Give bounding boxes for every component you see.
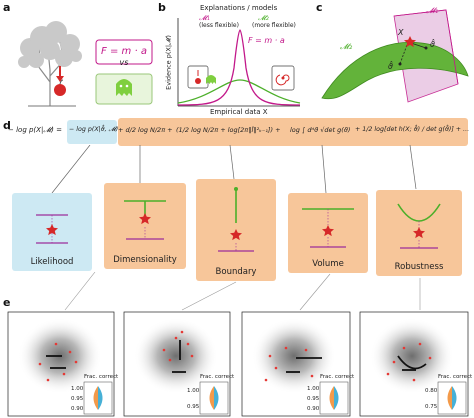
star-icon <box>139 213 151 225</box>
inset2-tick-1: 0.95 <box>187 404 200 410</box>
panel-e-connectors <box>64 272 421 311</box>
panel-c-theta-hat-2: ϑ̂ <box>388 62 393 71</box>
inset3-tick-2: 0.90 <box>307 406 320 412</box>
legend-m1-name: 𝓜₁ <box>199 14 210 22</box>
panel-b-xlabel: Empirical data X <box>210 108 268 116</box>
panel-e-plots <box>7 311 469 417</box>
inset1-tick-2: 0.90 <box>71 406 84 412</box>
curve-m1 <box>177 29 301 106</box>
likelihood-diagram <box>36 214 68 244</box>
robustness-label: Robustness <box>394 262 444 272</box>
robustness-term: + 1/2 log[det h(X; ϑ̂) / det g(ϑ̂)] + … <box>355 126 470 133</box>
boundary-term: (1/2 log N/2π + log[2π‖l̂‖²ₖ₋₁]) + <box>176 126 281 134</box>
spiral-thumbnail <box>271 65 295 91</box>
panel-c-manifold <box>321 9 469 103</box>
panel-c-x: X <box>398 28 404 37</box>
x-star-icon <box>404 36 416 48</box>
likelihood-term: − log p(X|ϑ̂, 𝓜) <box>69 126 119 133</box>
panel-c-label: c <box>316 1 323 14</box>
curve-m2 <box>177 79 301 104</box>
inset3-tick-0: 1.00 <box>307 386 320 392</box>
formula-box <box>95 39 153 65</box>
panel-a-label: a <box>3 1 11 14</box>
panel-c-m2: 𝓜₂ <box>340 42 353 51</box>
panel-e-label: e <box>3 296 11 309</box>
ghost-thumbnail <box>206 75 216 84</box>
volume-term: log ∫ dᵈϑ √det g(ϑ) <box>290 126 351 134</box>
inset-volume <box>241 311 351 417</box>
inset1-tick-0: 1.00 <box>71 386 84 392</box>
likelihood-box: Likelihood <box>12 193 92 271</box>
inset2-frac-label: Frac. correct <box>200 374 235 380</box>
inset-likelihood <box>7 311 115 417</box>
volume-label: Volume <box>312 259 344 269</box>
star-icon <box>413 227 425 239</box>
panel-d-label: d <box>3 119 11 132</box>
dimensionality-box: Dimensionality <box>104 183 186 269</box>
panel-c-m1: 𝓜₁ <box>426 6 439 15</box>
inset3-tick-1: 0.95 <box>307 396 320 402</box>
falling-arrow-icon <box>56 66 64 82</box>
inset2-tick-0: 1.00 <box>187 388 200 394</box>
boundary-diagram <box>218 187 254 252</box>
inset-boundary <box>123 311 231 417</box>
star-icon <box>230 229 242 241</box>
apple-icon <box>54 79 66 96</box>
panel-b-plot <box>177 18 301 107</box>
panel-a-illustration <box>18 21 153 107</box>
dimensionality-label: Dimensionality <box>113 255 177 265</box>
star-icon <box>46 224 58 236</box>
boundary-box: Boundary <box>196 179 276 281</box>
panel-b-label: b <box>158 1 166 14</box>
legend-m2-note: (more flexible) <box>252 22 296 29</box>
panel-b-formula: F = m · a <box>248 36 285 45</box>
panel-a-vs: vs <box>119 58 129 67</box>
panel-c-theta-hat: ϑ̂ <box>430 40 435 49</box>
dimensionality-diagram <box>124 200 166 240</box>
star-icon <box>322 225 334 237</box>
panel-b-title: Explanations / models <box>200 4 278 12</box>
volume-diagram <box>302 208 354 248</box>
inset-robustness <box>359 311 469 417</box>
ghost-box <box>95 73 153 105</box>
boundary-label: Boundary <box>215 267 257 277</box>
inset3-frac-label: Frac. correct <box>320 374 355 380</box>
complexity-terms-box <box>118 118 468 146</box>
volume-box: Volume <box>288 193 368 273</box>
inset1-tick-1: 0.95 <box>71 396 84 402</box>
inset4-frac-label: Frac. correct <box>438 374 473 380</box>
equation-lhs: − log p(X|𝓜) = <box>8 126 62 134</box>
likelihood-term-box <box>67 120 117 144</box>
robustness-box: Robustness <box>376 190 462 276</box>
connector-lines <box>51 145 417 194</box>
inset1-frac-label: Frac. correct <box>84 374 119 380</box>
likelihood-label: Likelihood <box>30 257 74 267</box>
inset4-tick-1: 0.75 <box>425 404 438 410</box>
inset4-tick-0: 0.80 <box>425 388 438 394</box>
legend-m1-note: (less flexible) <box>199 22 239 29</box>
apple-thumbnail <box>187 65 209 89</box>
dimensionality-term: + d/2 log N/2π + <box>118 126 173 134</box>
legend-m2-name: 𝓜₂ <box>258 14 269 22</box>
panel-a-formula: F = m · a <box>101 46 147 57</box>
panel-b-ylabel: Evidence p(X|𝓜) <box>164 35 173 90</box>
robustness-diagram <box>397 203 441 249</box>
surface-m2 <box>321 41 469 100</box>
